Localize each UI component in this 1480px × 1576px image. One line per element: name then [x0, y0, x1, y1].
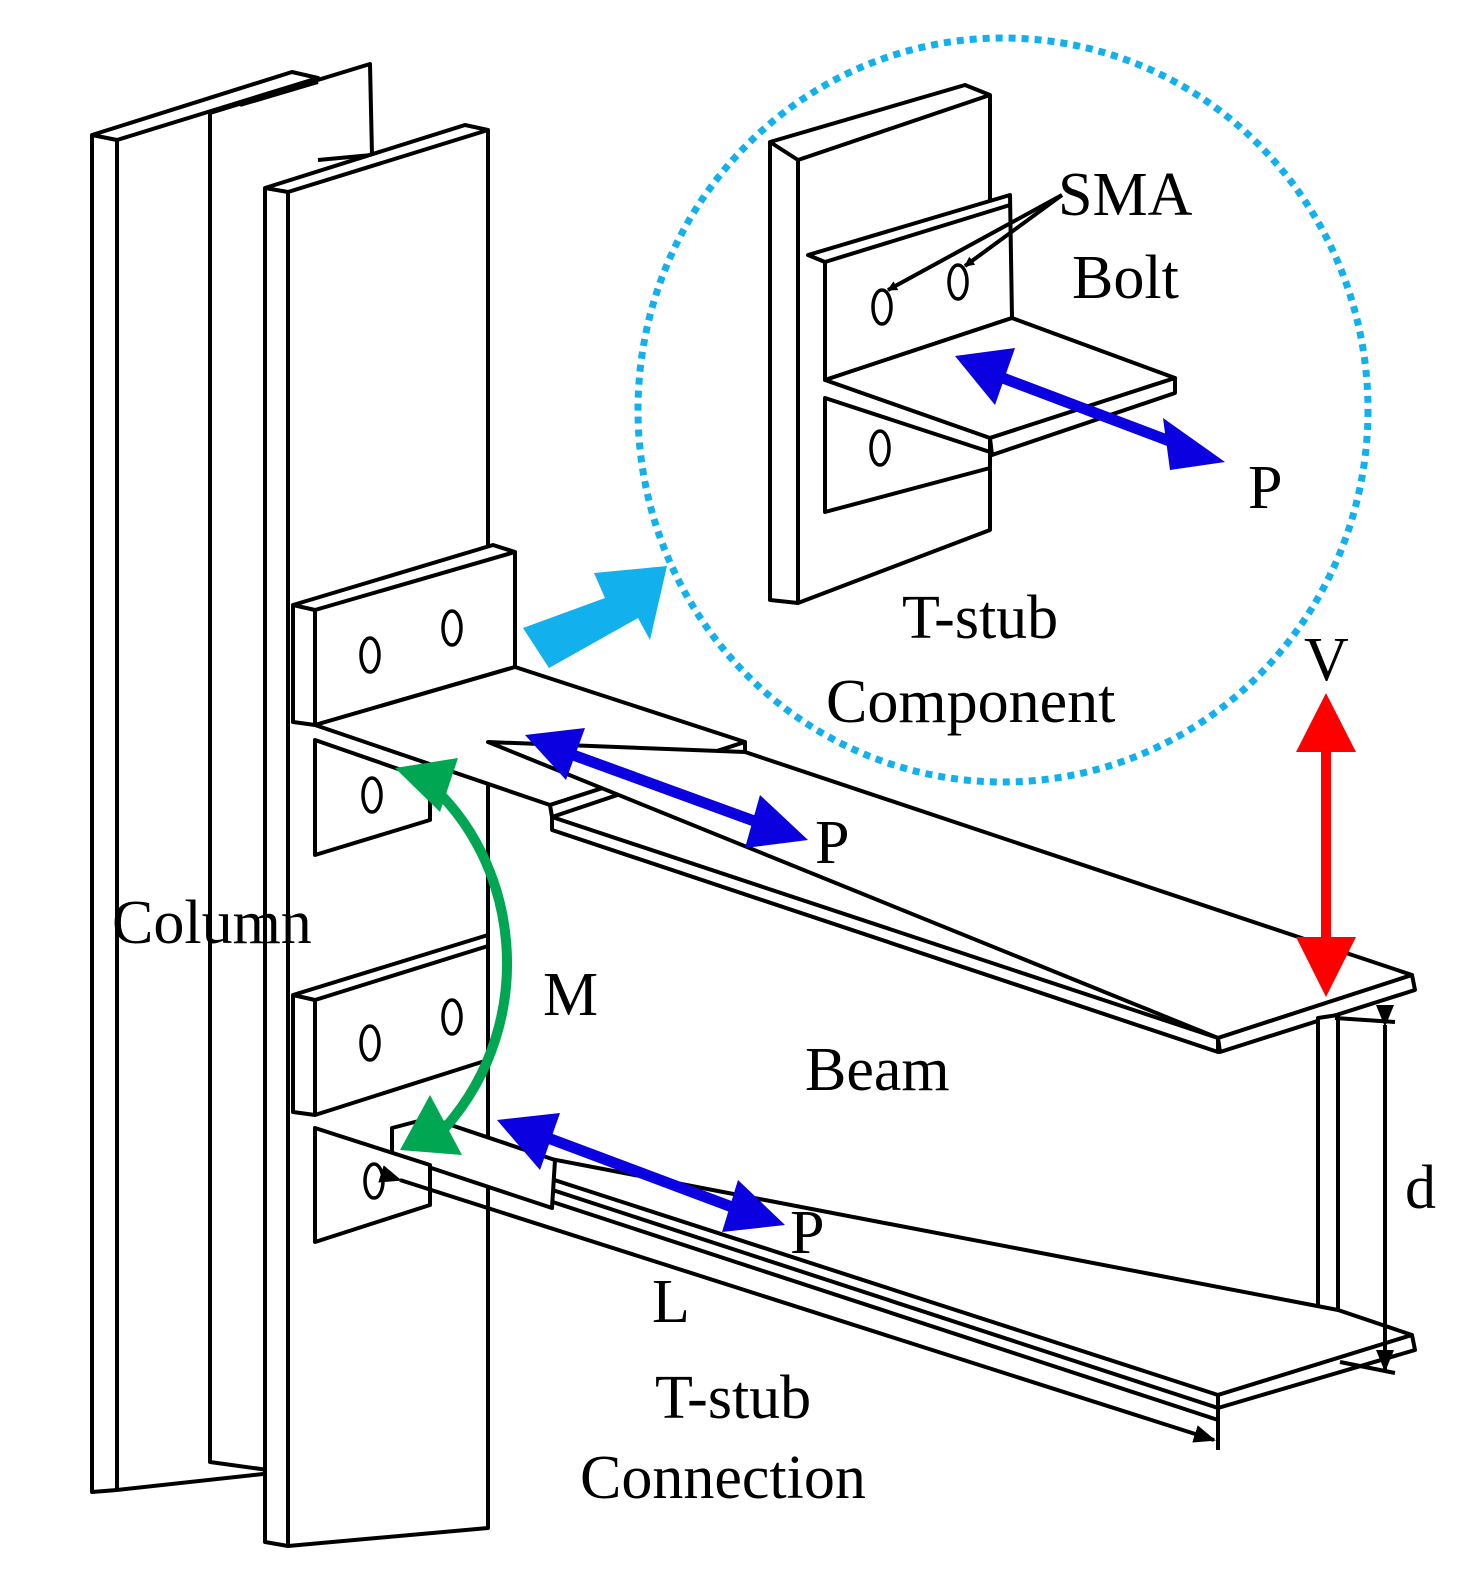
bolt-bottom-tstub	[359, 998, 463, 1200]
component-label-line1: T-stub	[902, 584, 1058, 652]
moment-arrow	[395, 758, 512, 1155]
l-label: L	[652, 1268, 690, 1336]
p-label-top: P	[815, 809, 849, 877]
shear-force-arrow	[1296, 693, 1356, 997]
sma-bolt-label-line1: SMA	[1058, 161, 1193, 229]
depth-dimension	[1334, 1005, 1396, 1375]
bolt-detail	[869, 263, 969, 467]
sma-bolt-label-line2: Bolt	[1072, 244, 1179, 312]
detail-pointer-arrow	[523, 566, 667, 668]
connection-label-line1: T-stub	[655, 1364, 811, 1432]
beam-label: Beam	[805, 1036, 950, 1104]
sma-bolt-leader	[887, 193, 1063, 292]
axial-force-arrow-detail	[955, 348, 1225, 470]
bolt-top-tstub	[359, 609, 463, 814]
m-label: M	[543, 961, 598, 1029]
v-label: V	[1304, 626, 1349, 694]
component-label-line2: Component	[826, 668, 1115, 736]
column-label: Column	[112, 889, 312, 957]
detail-callout	[523, 34, 1372, 786]
p-label-bottom: P	[790, 1199, 824, 1267]
length-dimension	[378, 1165, 1220, 1450]
p-label-detail: P	[1248, 454, 1282, 522]
sma-bolt-leader	[963, 193, 1064, 268]
connection-label-line2: Connection	[580, 1444, 866, 1512]
d-label: d	[1405, 1154, 1436, 1222]
axial-force-arrow-top	[525, 728, 808, 848]
